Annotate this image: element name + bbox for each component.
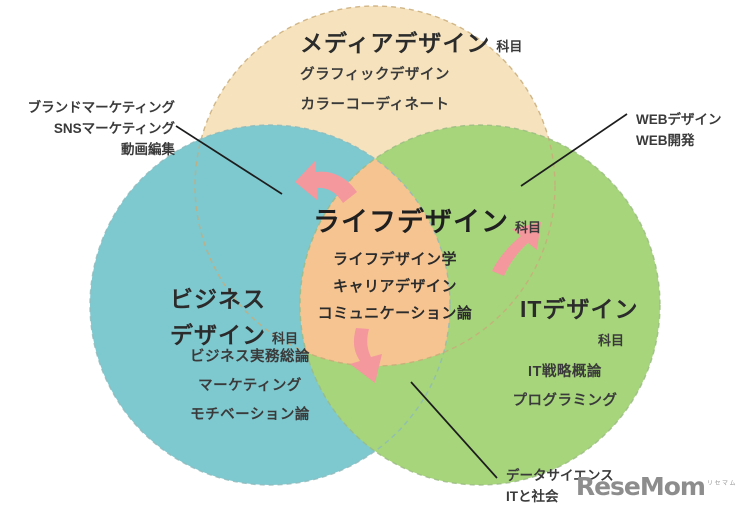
it-item-1-wrap: IT戦略概論 (470, 360, 660, 381)
business-title-block: ビジネス デザイン 科目 (170, 280, 298, 350)
media-item-1: グラフィックデザイン (300, 67, 450, 83)
arrow-to-media-business (295, 160, 357, 203)
arrow-to-it (492, 222, 541, 276)
business-item-2-wrap: マーケティング (155, 374, 345, 395)
it-title: ITデザイン (520, 296, 639, 322)
resemom-logo-kana: リセマム (706, 481, 737, 487)
center-item-2: キャリアデザイン (332, 278, 457, 295)
callout-left-line-1: ブランドマーケティング (27, 100, 175, 115)
callout-line-left (175, 125, 283, 195)
it-title-block: ITデザイン 科目 (520, 290, 638, 349)
callout-bottom-line-1: データサイエンス (506, 468, 614, 483)
business-item-1-wrap: ビジネス実務総論 (155, 345, 345, 366)
arrow-to-business-it (350, 328, 382, 383)
circle-business-outline (89, 124, 451, 486)
it-item-2: プログラミング (512, 393, 618, 409)
business-title-line2: デザイン (170, 322, 266, 348)
callout-left-line-3: 動画編集 (121, 141, 175, 157)
center-item-1-wrap: ライフデザイン学 (285, 248, 505, 269)
callout-line-right (520, 113, 628, 187)
center-item-1: ライフデザイン学 (332, 251, 457, 268)
media-title-row: メディアデザイン 科目 (300, 24, 522, 58)
business-item-3: モチベーション論 (190, 407, 310, 423)
business-title-line1: ビジネス (170, 286, 266, 312)
callout-right: WEBデザイン WEB開発 (636, 110, 722, 152)
media-title: メディアデザイン (300, 30, 491, 56)
it-item-2-wrap: プログラミング (470, 389, 660, 410)
callout-right-line-1: WEBデザイン (636, 112, 722, 127)
business-item-1: ビジネス実務総論 (190, 349, 310, 365)
media-kamoku: 科目 (496, 39, 523, 54)
business-item-3-wrap: モチベーション論 (155, 403, 345, 424)
resemom-logo-word: ReseMom (575, 472, 706, 501)
center-kamoku: 科目 (515, 220, 542, 235)
circle-it-outline (299, 124, 661, 486)
callout-left: ブランドマーケティング SNSマーケティング 動画編集 (0, 98, 175, 161)
center-item-3: コミュニケーション論 (317, 305, 473, 322)
center-item-3-wrap: コミュニケーション論 (285, 302, 505, 323)
it-item-1: IT戦略概論 (528, 364, 602, 380)
center-title-row: ライフデザイン 科目 (313, 200, 541, 239)
media-item-1-wrap: グラフィックデザイン (275, 63, 475, 84)
business-kamoku: 科目 (272, 331, 299, 346)
center-item-2-wrap: キャリアデザイン (285, 275, 505, 296)
business-item-2: マーケティング (198, 378, 302, 394)
media-item-2: カラーコーディネート (300, 97, 450, 113)
callout-bottom: データサイエンス ITと社会 (506, 466, 614, 508)
resemom-logo: ReseMom リセマム (576, 472, 737, 501)
it-kamoku: 科目 (598, 333, 625, 348)
media-item-2-wrap: カラーコーディネート (275, 93, 475, 114)
center-title: ライフデザイン (313, 207, 509, 237)
callout-line-bottom (410, 381, 498, 479)
callout-bottom-line-2: ITと社会 (506, 488, 559, 504)
callout-right-line-2: WEB開発 (636, 132, 695, 148)
callout-left-line-2: SNSマーケティング (53, 120, 175, 136)
